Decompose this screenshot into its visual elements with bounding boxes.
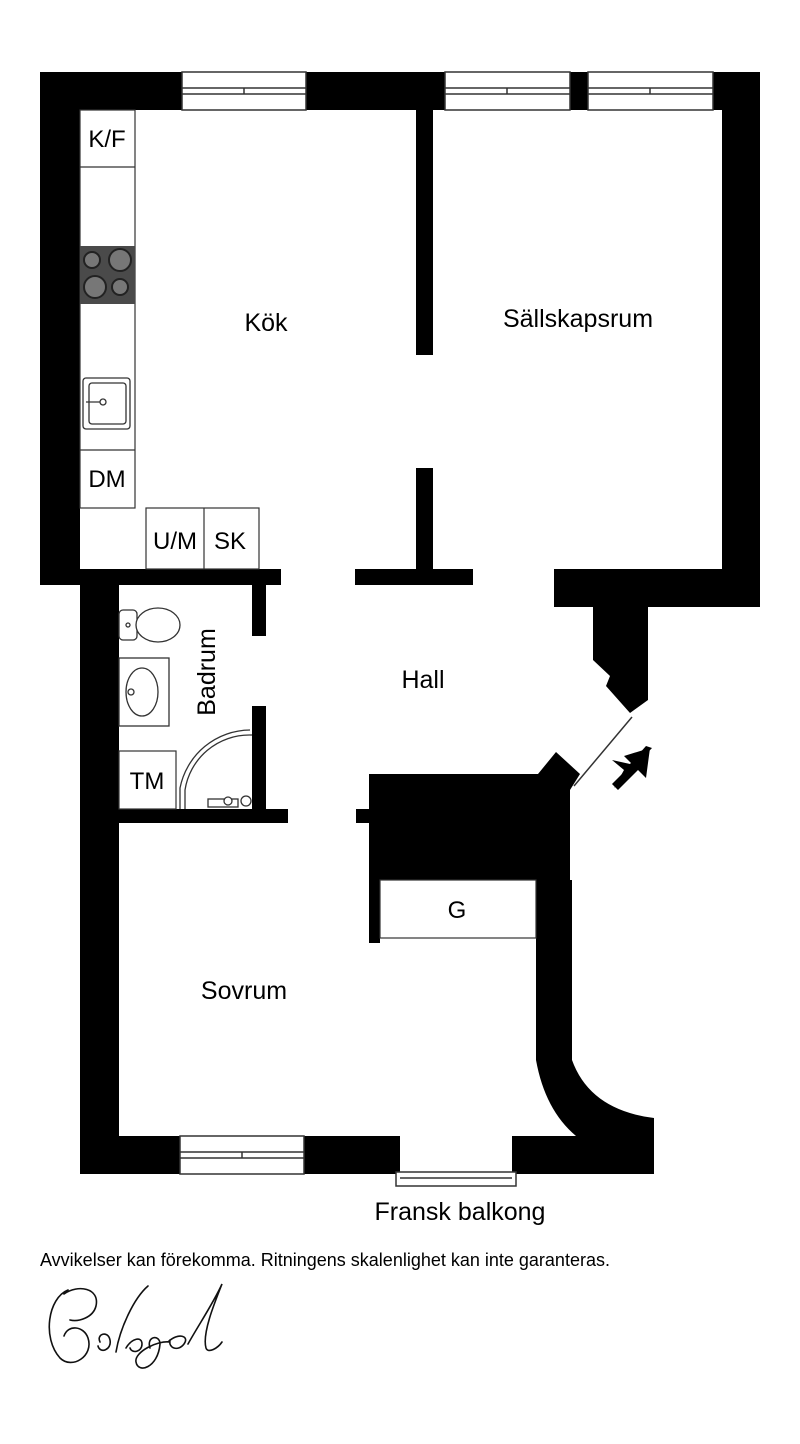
wardrobe-box bbox=[379, 879, 537, 939]
company-logo bbox=[48, 1283, 223, 1369]
walls bbox=[40, 72, 760, 1174]
french-balcony-door bbox=[395, 1136, 517, 1187]
room-label-living: Sällskapsrum bbox=[503, 305, 653, 333]
window-bedroom bbox=[179, 1135, 305, 1175]
label-wardrobe: G bbox=[448, 897, 467, 924]
label-dishwasher: DM bbox=[88, 466, 125, 493]
window-kitchen bbox=[181, 71, 307, 111]
room-label-bedroom: Sovrum bbox=[201, 977, 287, 1005]
room-label-kitchen: Kök bbox=[244, 309, 288, 337]
room-label-bathroom: Badrum bbox=[193, 628, 221, 716]
entrance-door bbox=[573, 716, 652, 790]
disclaimer-text: Avvikelser kan förekomma. Ritningens ska… bbox=[40, 1250, 610, 1270]
bathroom-sink bbox=[118, 657, 170, 727]
window-living-2 bbox=[587, 71, 714, 111]
shower bbox=[179, 729, 252, 809]
stove bbox=[80, 246, 135, 304]
kitchen-counter bbox=[79, 109, 260, 570]
floor-plan: Kök Sällskapsrum Hall Badrum Sovrum K/F … bbox=[40, 71, 760, 1226]
label-french-balcony: Fransk balkong bbox=[375, 1198, 546, 1226]
room-label-hall: Hall bbox=[401, 666, 444, 694]
window-living-1 bbox=[444, 71, 571, 111]
label-washing-machine: TM bbox=[130, 768, 165, 795]
washing-machine-box bbox=[118, 750, 177, 810]
toilet bbox=[118, 607, 181, 643]
label-oven-microwave: U/M bbox=[153, 528, 197, 555]
label-cabinet: SK bbox=[214, 528, 246, 555]
label-fridge-freezer: K/F bbox=[88, 126, 125, 153]
kitchen-sink bbox=[82, 377, 131, 430]
windows bbox=[179, 71, 714, 1187]
